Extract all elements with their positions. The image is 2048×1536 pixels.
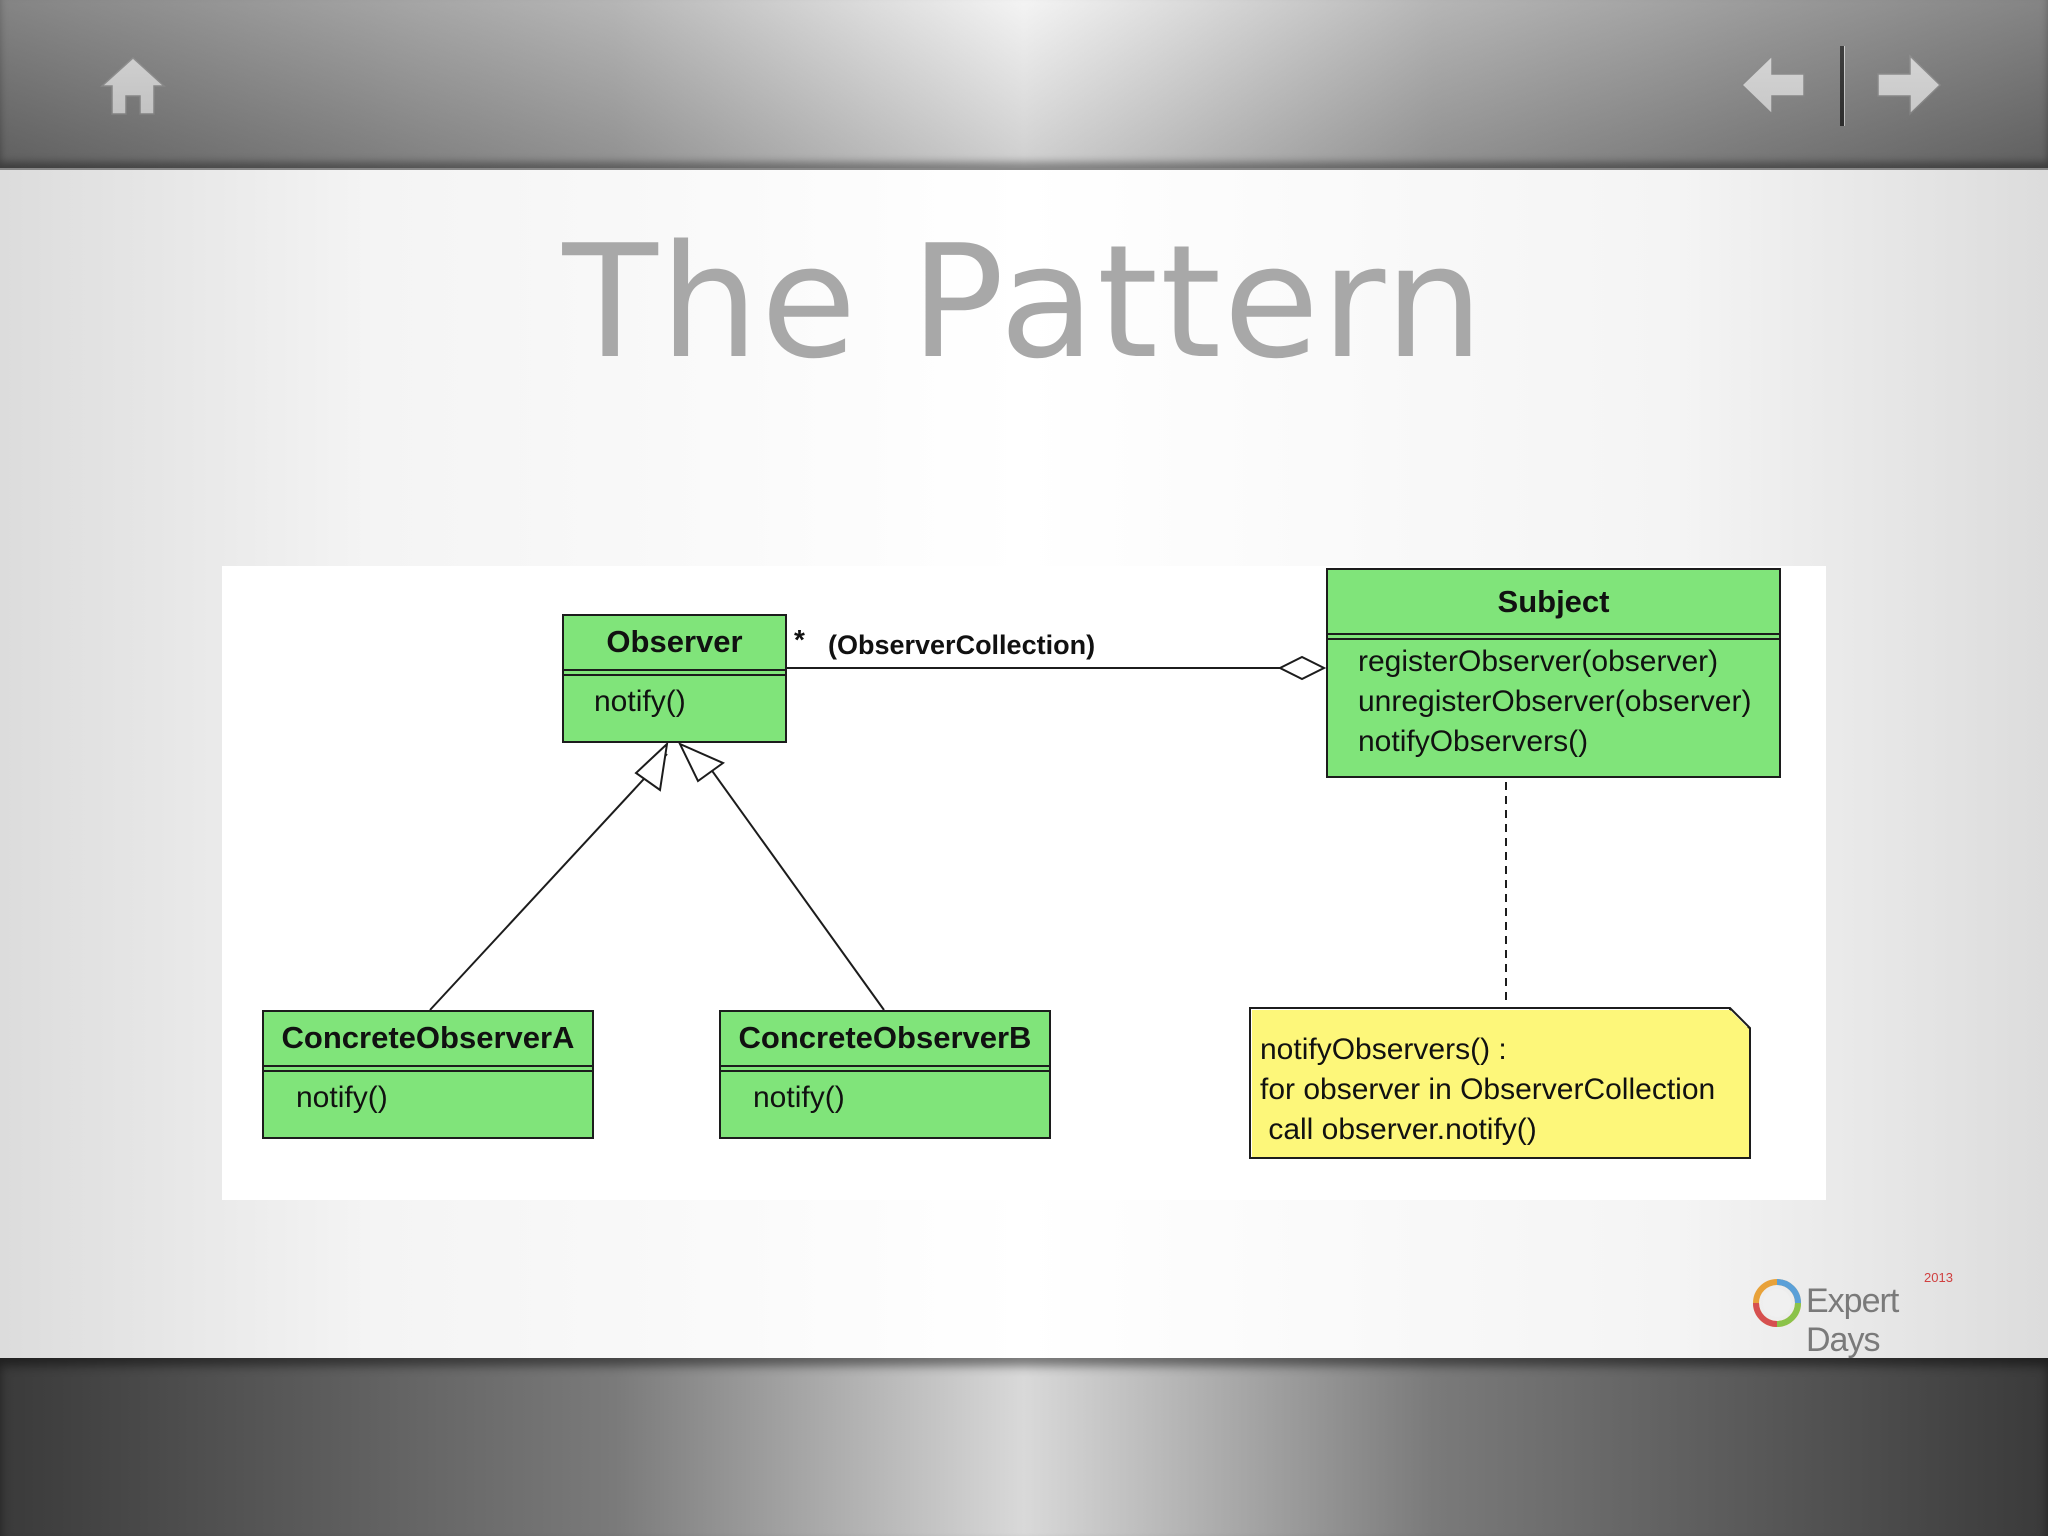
- observer-class: Observer notify(): [562, 614, 787, 743]
- uml-diagram: notifyObservers() : for observer in Obse…: [222, 566, 1826, 1200]
- diagram-connectors: [429, 655, 1751, 1159]
- operation: notify(): [594, 685, 686, 718]
- note-line: for observer in ObserverCollection: [1260, 1073, 1716, 1106]
- operation: unregisterObserver(observer): [1358, 685, 1752, 718]
- class-name: Observer: [564, 616, 785, 676]
- top-toolbar: [0, 0, 2048, 168]
- association-multiplicity: *: [794, 624, 805, 655]
- bottom-bar: [0, 1358, 2048, 1536]
- operation: notify(): [296, 1081, 388, 1114]
- class-name: ConcreteObserverB: [721, 1012, 1049, 1072]
- home-icon: [100, 56, 166, 115]
- class-name: Subject: [1328, 570, 1779, 640]
- next-slide-button[interactable]: [1876, 54, 1942, 116]
- aggregation-diamond: [1277, 655, 1327, 681]
- class-operations: notify(): [264, 1072, 592, 1118]
- subject-class: Subject registerObserver(observer) unreg…: [1326, 568, 1781, 778]
- inheritance-arrow-a: [634, 741, 669, 792]
- class-name: ConcreteObserverA: [264, 1012, 592, 1072]
- class-operations: notify(): [721, 1072, 1049, 1118]
- class-operations: notify(): [564, 676, 785, 722]
- association-label: (ObserverCollection): [828, 630, 1096, 660]
- note-line: notifyObservers() :: [1260, 1033, 1507, 1066]
- logo-text: Expert Days: [1806, 1282, 1899, 1359]
- class-operations: registerObserver(observer) unregisterObs…: [1328, 640, 1779, 762]
- concrete-observer-b-class: ConcreteObserverB notify(): [719, 1010, 1051, 1139]
- note-outline: [1249, 1007, 1751, 1159]
- inheritance-arrow-b: [677, 741, 726, 783]
- note-line: call observer.notify(): [1260, 1113, 1537, 1146]
- expert-days-logo-mark: [1753, 1279, 1801, 1327]
- operation: notify(): [753, 1081, 845, 1114]
- logo-year: 2013: [1924, 1270, 1953, 1285]
- home-button[interactable]: [100, 56, 166, 116]
- arrow-left-icon: [1740, 54, 1805, 116]
- arrow-right-icon: [1877, 54, 1942, 116]
- implementation-note: notifyObservers() : for observer in Obse…: [1252, 1010, 1749, 1157]
- concrete-observer-a-class: ConcreteObserverA notify(): [262, 1010, 594, 1139]
- slide-title: The Pattern: [562, 211, 1486, 393]
- operation: notifyObservers(): [1358, 725, 1589, 758]
- operation: registerObserver(observer): [1358, 645, 1719, 678]
- previous-slide-button[interactable]: [1740, 54, 1806, 116]
- inheritance-line-b: [699, 753, 885, 1011]
- inheritance-line-a: [429, 753, 668, 1011]
- expert-days-logo: Expert Days 2013: [1752, 1270, 1962, 1359]
- nav-divider: [1840, 46, 1845, 126]
